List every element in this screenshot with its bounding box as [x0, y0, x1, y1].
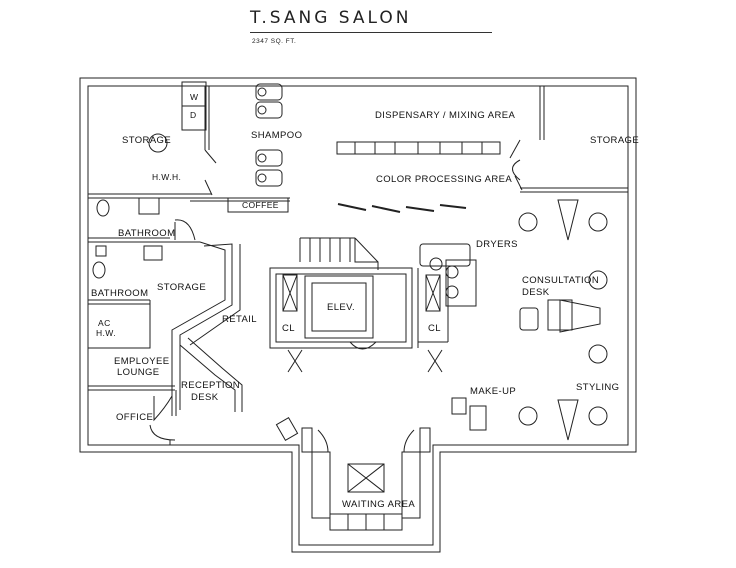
shampoo-stations — [255, 83, 283, 187]
label-hw: H.W. — [96, 328, 117, 338]
partitions-west — [88, 81, 290, 445]
label-bathroom-2: BATHROOM — [91, 288, 149, 299]
exterior-walls — [79, 77, 637, 553]
label-elev: ELEV. — [327, 302, 356, 313]
label-hwh: H.W.H. — [152, 172, 182, 182]
plan-area: 2347 SQ. FT. — [252, 38, 297, 45]
label-dispensary: DISPENSARY / MIXING AREA — [375, 110, 516, 121]
label-cl-right: CL — [428, 323, 441, 334]
label-ac: AC — [98, 318, 111, 328]
label-retail: RETAIL — [222, 314, 257, 325]
label-waiting: WAITING AREA — [342, 499, 416, 510]
label-lounge: LOUNGE — [117, 367, 160, 378]
label-storage-mid: STORAGE — [157, 282, 207, 293]
label-employee: EMPLOYEE — [114, 356, 170, 367]
label-cl-left: CL — [282, 323, 295, 334]
bathroom-fixtures — [92, 197, 163, 279]
stair-elevator-core — [269, 237, 449, 350]
title-underline — [250, 32, 492, 33]
label-d: D — [190, 110, 197, 120]
label-office: OFFICE — [116, 412, 154, 423]
color-processing-chairs — [337, 203, 467, 213]
label-storage-ne: STORAGE — [590, 135, 640, 146]
label-consultation-desk: DESK — [522, 287, 550, 298]
waiting-area — [301, 427, 431, 531]
label-styling: STYLING — [576, 382, 620, 393]
label-consultation: CONSULTATION — [522, 275, 600, 286]
storage-east-walls — [509, 86, 628, 193]
label-coffee: COFFEE — [242, 200, 279, 210]
door-swings — [153, 159, 521, 422]
label-makeup: MAKE-UP — [470, 386, 517, 397]
fans-plants — [275, 349, 443, 441]
dryers — [419, 243, 477, 307]
reception-walls — [171, 241, 243, 416]
label-w: W — [190, 92, 199, 102]
label-dryers: DRYERS — [476, 239, 518, 250]
label-bathroom-1: BATHROOM — [118, 228, 176, 239]
label-shampoo: SHAMPOO — [251, 130, 303, 141]
dispensary-counter — [336, 141, 501, 155]
styling-stations — [451, 199, 608, 441]
label-storage-nw: STORAGE — [122, 135, 172, 146]
plan-title: T.SANG SALON — [250, 8, 412, 28]
label-reception: RECEPTION — [181, 380, 241, 391]
label-reception-desk: DESK — [191, 392, 219, 403]
water-heater — [148, 133, 168, 153]
label-color-processing: COLOR PROCESSING AREA — [376, 174, 513, 185]
